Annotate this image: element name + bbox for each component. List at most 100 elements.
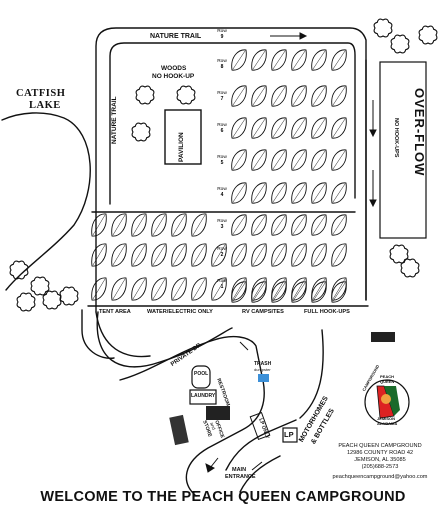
campsite (111, 277, 127, 301)
campsite (311, 214, 327, 236)
svg-text:Row: Row (217, 218, 227, 224)
arrow-loop (239, 341, 249, 351)
logo-line4: ALABAMA (377, 421, 398, 426)
lp-label: LP (284, 430, 294, 439)
campsite (131, 213, 147, 237)
campsite (271, 85, 287, 107)
tree-icon (135, 85, 155, 105)
campsite (311, 149, 327, 171)
svg-text:6: 6 (221, 128, 224, 134)
campsite (331, 281, 347, 303)
svg-text:4: 4 (221, 192, 224, 198)
svg-text:Row: Row (217, 28, 227, 34)
store-building (206, 406, 230, 420)
campsite (271, 243, 287, 267)
lp-only-pad (249, 412, 271, 440)
campsite (231, 182, 247, 204)
svg-text:8: 8 (221, 64, 224, 70)
tree-icon (418, 25, 438, 45)
svg-text:5: 5 (221, 160, 224, 166)
logo-line1: PEACH (380, 374, 395, 379)
campsite (251, 243, 267, 267)
campsite (251, 182, 267, 204)
campsite (251, 117, 267, 139)
peach-queen-logo (364, 379, 410, 425)
campsite (151, 243, 167, 267)
campsite (131, 243, 147, 267)
campsite (151, 213, 167, 237)
campsite (171, 243, 187, 267)
campsite (171, 277, 187, 301)
campsite (331, 149, 347, 171)
campsite (291, 49, 307, 71)
campsite (311, 49, 327, 71)
campsite (331, 243, 347, 267)
campsite (291, 182, 307, 204)
campsite (211, 243, 227, 267)
address-email: peachqueencampground@yahoo.com (332, 473, 428, 480)
tree-group (9, 18, 438, 312)
campsite (171, 213, 187, 237)
campsite (91, 243, 107, 267)
overflow-title: OVER-FLOW (412, 88, 427, 177)
road-entrance (225, 419, 297, 471)
pavilion-label: PAVILION (178, 132, 185, 162)
campsite (271, 182, 287, 204)
tree-icon (373, 18, 393, 38)
campsite (231, 243, 247, 267)
tree-icon (9, 260, 29, 280)
campsite (271, 117, 287, 139)
overflow-box (379, 61, 427, 239)
black-block-left (169, 414, 189, 446)
campsite (271, 49, 287, 71)
tree-icon (30, 276, 50, 296)
tree-icon (389, 244, 409, 264)
black-block-right (371, 332, 395, 342)
pavilion-building (164, 109, 202, 165)
rv-campsites-label: RV CAMPSITES (242, 309, 284, 315)
svg-text:3: 3 (221, 224, 224, 230)
campsite (331, 117, 347, 139)
campsite (251, 149, 267, 171)
overflow-sub: NO HOOK-UPS (393, 118, 399, 158)
campsite (91, 277, 107, 301)
campsite (271, 214, 287, 236)
lake-shoreline (1, 112, 91, 291)
campsite (331, 214, 347, 236)
svg-text:Row: Row (217, 278, 227, 284)
campsite (311, 117, 327, 139)
pool-label: POOL (194, 371, 209, 377)
campsite (191, 277, 207, 301)
water-electric-label: WATER/ELECTRIC ONLY (147, 309, 213, 315)
svg-text:Row: Row (217, 154, 227, 160)
lp-box (282, 427, 298, 443)
road-inner (109, 42, 356, 205)
campsite (151, 277, 167, 301)
tree-icon (176, 85, 196, 105)
road-private (119, 335, 265, 497)
trash-label: TRASH (254, 361, 272, 367)
campsite (311, 85, 327, 107)
svg-text:7: 7 (221, 96, 224, 102)
road-loop-bottom (96, 311, 233, 368)
svg-text:Row: Row (217, 246, 227, 252)
svg-text:Row: Row (217, 186, 227, 192)
campsite (191, 243, 207, 267)
laundry-label: LAUNDRY (191, 393, 216, 399)
tree-icon (390, 34, 410, 54)
svg-text:2: 2 (221, 252, 224, 258)
lake-label-line1: CATFISH (16, 88, 66, 99)
svg-text:Row: Row (217, 58, 227, 64)
svg-text:1: 1 (221, 284, 224, 290)
footer-title: WELCOME TO THE PEACH QUEEN CAMPGROUND (40, 489, 406, 505)
